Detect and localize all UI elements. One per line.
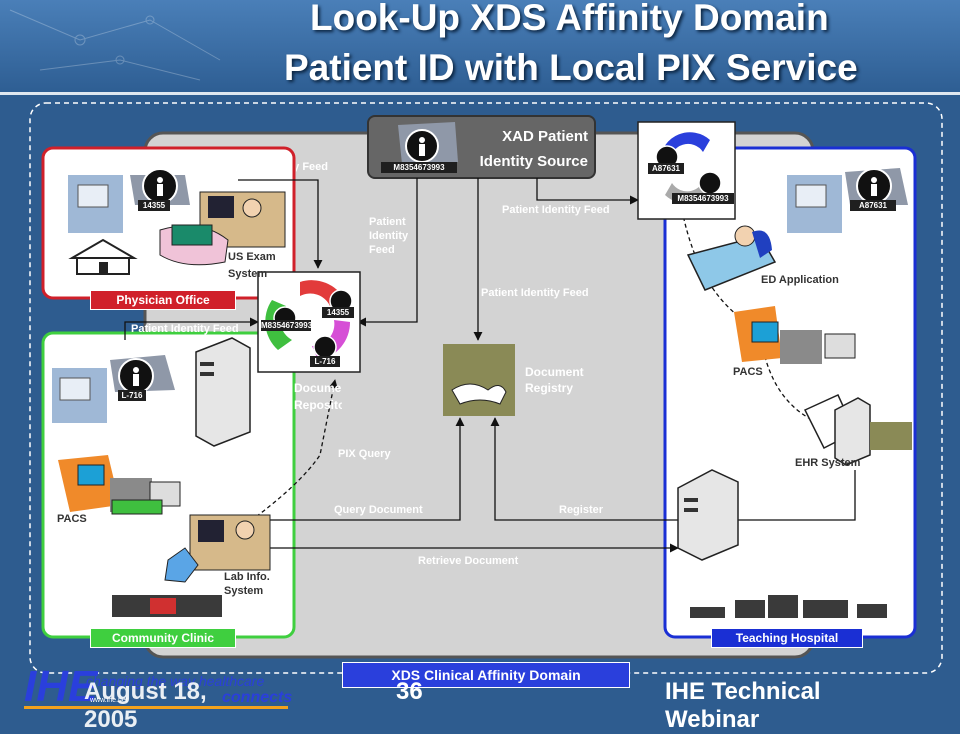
patient-figure-hospital [845,168,908,205]
feed-registry-label: Patient Identity Feed [481,287,589,299]
feed-office-label: Patient Identity Feed [296,161,328,173]
affinity-domain-boundary [29,102,943,674]
pix-local-id-3: L-716 [310,356,340,367]
hospital-repository-server-icon [677,469,739,561]
register-line [490,417,856,521]
clinic-computer-icon [52,368,107,423]
house-icon [68,238,138,275]
pix-hospital-id-2: M8354673993 [672,193,734,204]
title-line-2: Patient ID with Local PIX Service [284,47,858,88]
feed-clinic-to-pix [124,317,259,340]
flow-lines [124,178,856,553]
footer-page-number: 36 [396,678,423,705]
xad-patient-id-badge: M8354673993 [381,162,457,173]
physician-office-tab: Physician Office [90,290,236,310]
ihe-logo [24,706,288,709]
clinic-pacs-icon [58,455,181,515]
feed-hospital-label: Patient Identity Feed [502,204,610,216]
footer-date: August 18, 2005 [84,678,207,733]
teaching-hospital-tab: Teaching Hospital [711,628,863,648]
ed-application-label: ED Application [761,274,839,286]
query-document-label: Query Document [334,504,423,516]
clinic-pacs-label: PACS [57,513,87,525]
hospital-devices-icon [690,595,887,618]
hospital-pacs-icon [734,306,856,364]
hospital-pacs-label: PACS [733,366,763,378]
pix-hospital-id-1: A87631 [648,163,684,174]
pix-query-label: PIX Query [338,448,391,460]
xds-affinity-domain-tab: XDS Clinical Affinity Domain [342,662,630,688]
clinic-repository-server-icon [195,337,251,447]
feed-xad-label: Patient Identity Feed [369,216,409,256]
community-clinic-tab: Community Clinic [90,628,236,648]
ihe-logo-text: IHE [24,662,98,711]
feed-office-to-pix [238,179,323,269]
patient-figure-xad [398,122,458,164]
hospital-computer-icon [787,175,842,233]
office-patient-id-badge: 14355 [138,200,170,211]
footer-webinar: IHE Technical Webinar [665,678,821,733]
query-document-line [270,417,465,521]
lab-info-system-icon [112,514,271,617]
us-exam-system-label: US Exam System [228,251,276,280]
retrieve-document-label: Retrieve Document [418,555,519,567]
ed-application-icon [686,225,777,291]
header-rule [0,92,960,95]
ihe-tagline-2: connects [222,689,293,706]
feed-xad-to-pix [357,178,418,327]
ihe-url: www.ihe.net [90,697,128,704]
ehr-system-label: EHR System [795,457,861,469]
lab-info-system-label: Lab Info. System [224,571,270,597]
document-registry-label: Document Registry [525,365,584,395]
feed-xad-to-hospital-pix [536,178,639,205]
hospital-patient-id-badge: A87631 [850,200,896,211]
title-line-1: Look-Up XDS Affinity Domain [310,0,829,38]
header-network-pattern [9,9,221,81]
register-label: Register [559,504,604,516]
header-band [0,0,960,95]
patient-figure-clinic [110,355,175,394]
xad-source-label: XAD Patient Identity Source [479,128,588,170]
ihe-tagline-1: changing the way healthcare [86,673,265,689]
pix-local-id-1: M8354673993 [261,320,313,331]
us-exam-system-icon [159,191,286,266]
repository-label: Document Repository [294,381,342,412]
office-computer-icon [68,175,123,233]
ehr-system-icon [803,394,912,466]
pix-local-id-2: 14355 [322,307,354,318]
clinic-patient-id-badge: L-716 [118,390,146,401]
document-registry-icon [443,344,515,416]
feed-clinic-label: Patient Identity Feed [131,323,239,335]
